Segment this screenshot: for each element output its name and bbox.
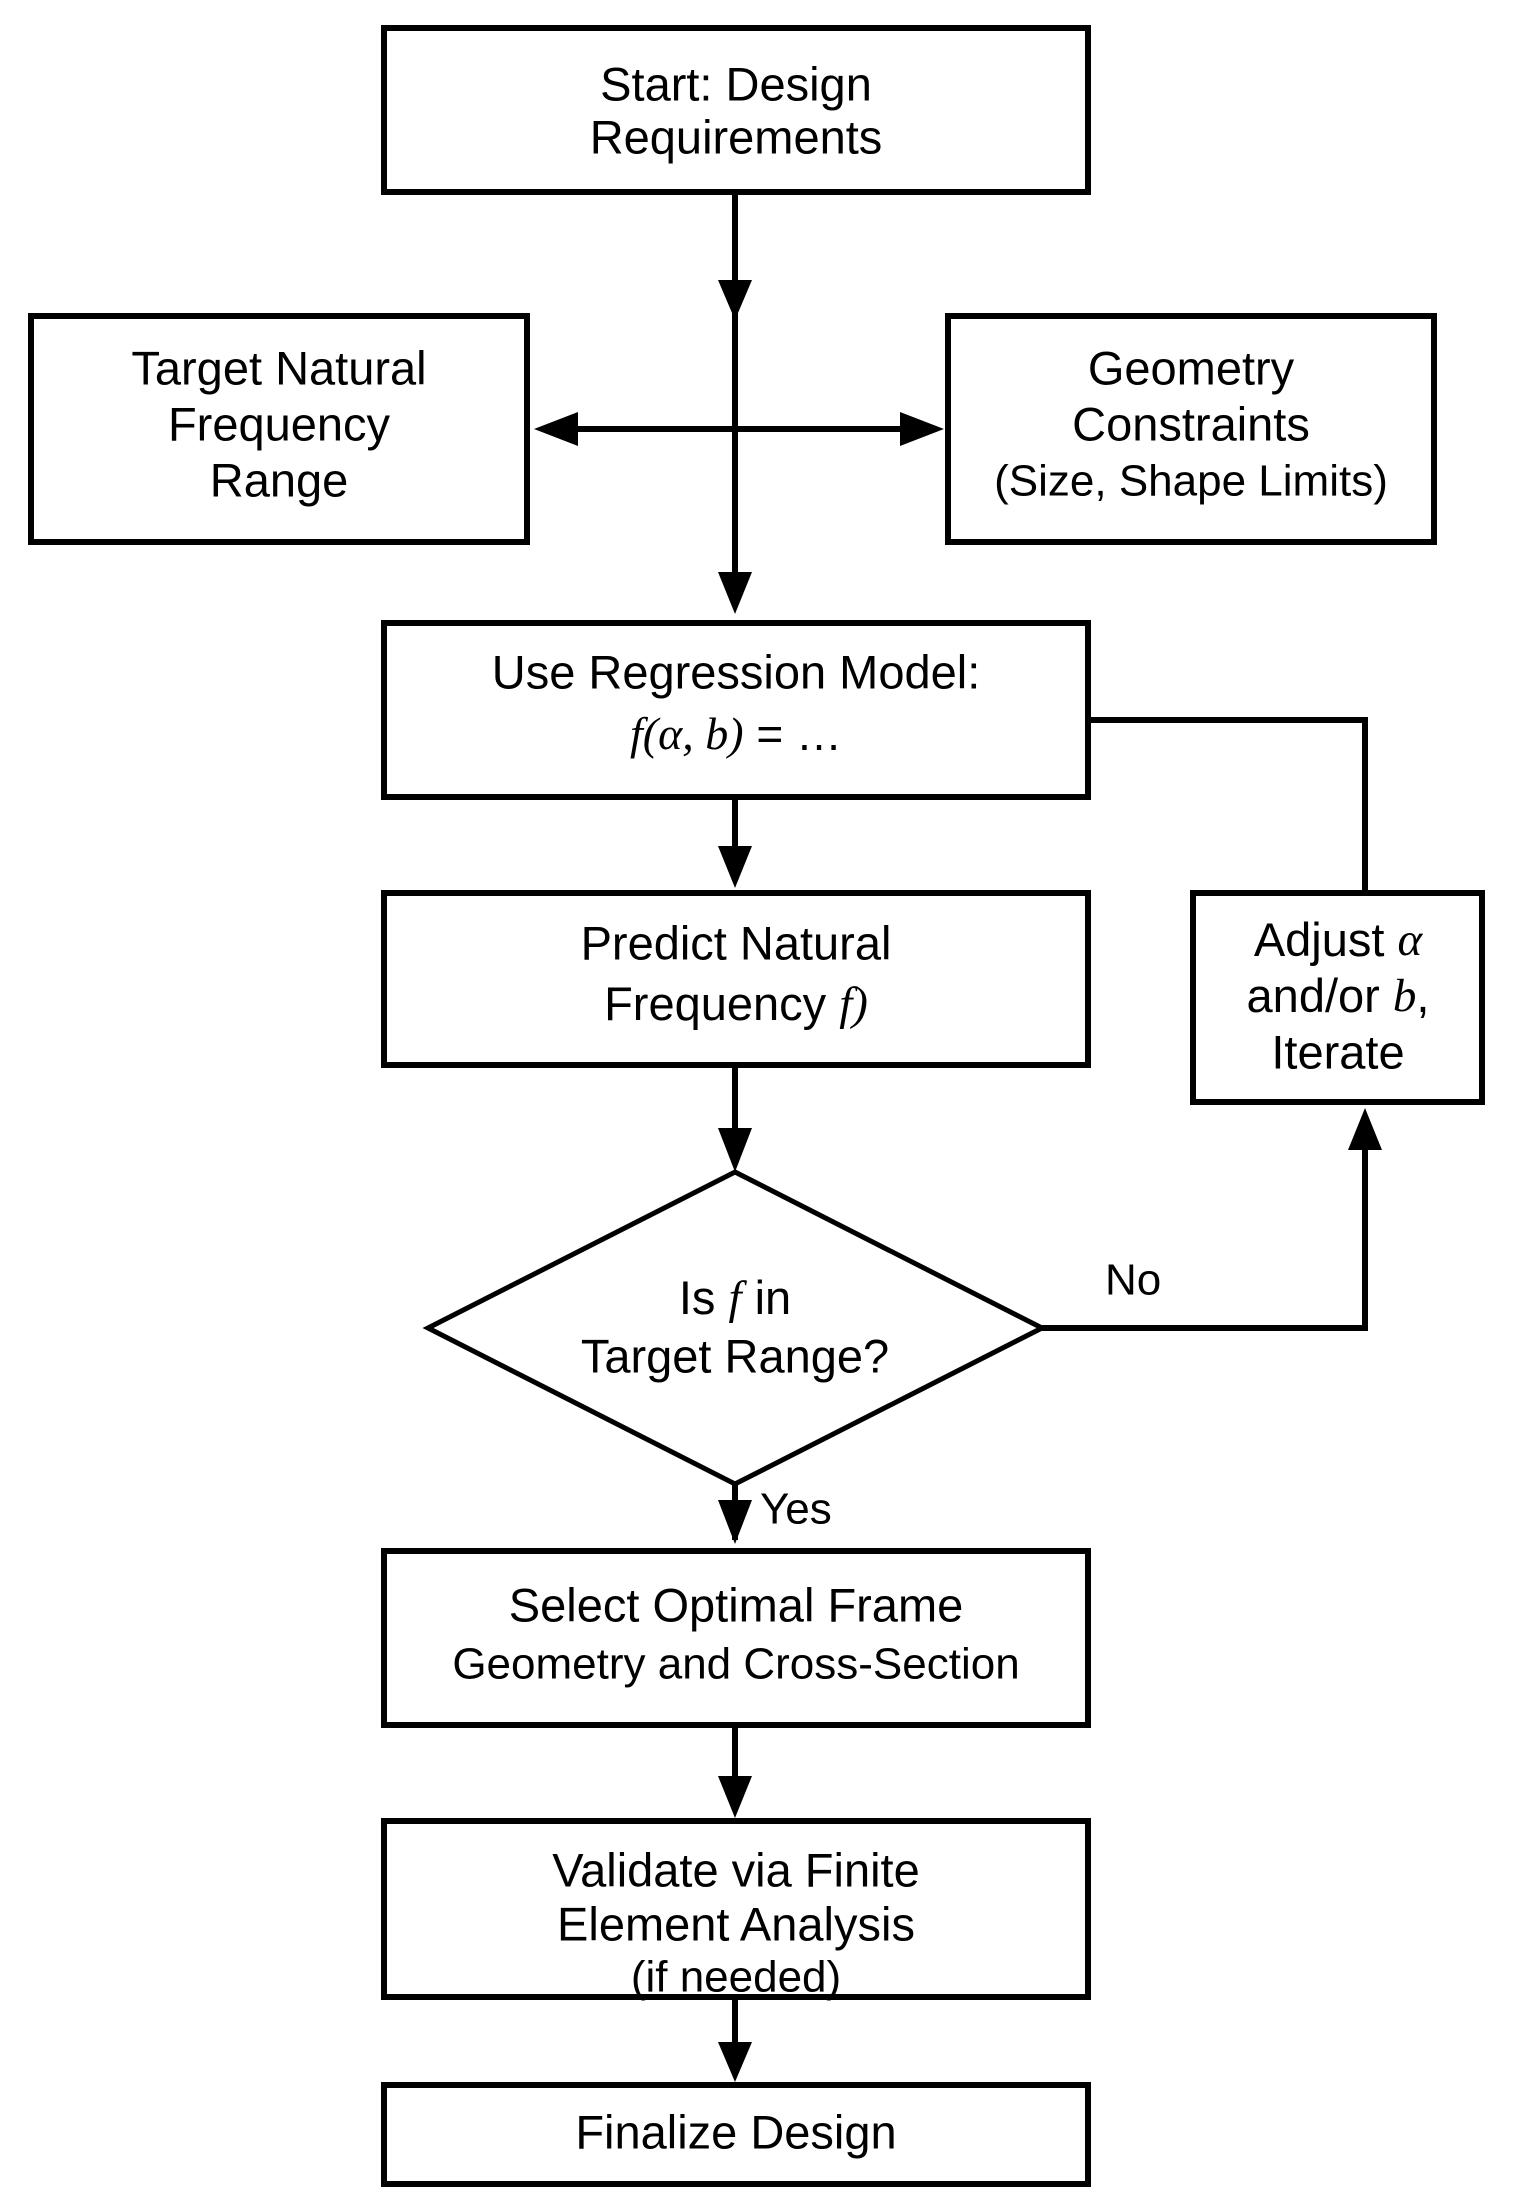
- node-adjust-iterate[interactable]: Adjust α and/or b, Iterate: [1190, 890, 1485, 1105]
- node-geometry-line1: Geometry: [1088, 341, 1295, 394]
- node-start-line1: Start: Design: [600, 57, 872, 110]
- predict-label: Frequency: [604, 977, 839, 1030]
- connector-validate-to-finalize: [718, 2000, 752, 2082]
- connector-start-to-regression: [718, 195, 752, 614]
- connector-decision-no-to-adjust: [1042, 1108, 1382, 1331]
- adjust-andor-label: and/or: [1247, 969, 1393, 1022]
- node-target-line3: Range: [210, 453, 349, 506]
- connector-regression-to-predict: [718, 800, 752, 888]
- node-predict-line1: Predict Natural: [581, 916, 892, 969]
- connector-predict-to-decision: [718, 1068, 752, 1172]
- node-target-line2: Frequency: [168, 397, 391, 450]
- node-decision-line1: Is f in: [679, 1271, 791, 1324]
- node-predict-frequency[interactable]: Predict Natural Frequency f): [381, 890, 1091, 1068]
- connector-decision-yes-to-select: [718, 1483, 752, 1544]
- predict-close-paren: ): [849, 978, 868, 1030]
- node-finalize-line1: Finalize Design: [575, 2105, 896, 2158]
- edge-label-no: No: [1105, 1256, 1161, 1305]
- node-validate-line1: Validate via Finite: [552, 1843, 920, 1896]
- node-decision-in-range[interactable]: Is f in Target Range?: [422, 1169, 1048, 1487]
- node-finalize-design[interactable]: Finalize Design: [381, 2082, 1091, 2187]
- connector-target-geometry-bidirectional: [534, 412, 944, 446]
- node-regression-formula: f(α, b) = …: [630, 708, 842, 761]
- formula-open-paren: (: [643, 708, 661, 759]
- node-validate-fea[interactable]: Validate via Finite Element Analysis (if…: [381, 1818, 1091, 2002]
- formula-equals-ellipsis: = …: [744, 708, 842, 760]
- adjust-symbol-alpha: α: [1398, 914, 1424, 966]
- node-regression-line1: Use Regression Model:: [492, 645, 981, 698]
- node-adjust-line3: Iterate: [1271, 1025, 1404, 1078]
- formula-comma: ,: [682, 708, 705, 759]
- node-validate-line3: (if needed): [631, 1953, 841, 2002]
- connector-regression-to-adjust: [1088, 717, 1368, 890]
- node-target-line1: Target Natural: [131, 341, 426, 394]
- decision-is-label: Is: [679, 1271, 729, 1324]
- connector-select-to-validate: [718, 1728, 752, 1818]
- node-decision-line2: Target Range?: [581, 1329, 889, 1382]
- node-select-frame[interactable]: Select Optimal Frame Geometry and Cross-…: [381, 1548, 1091, 1728]
- node-geometry-constraints[interactable]: Geometry Constraints (Size, Shape Limits…: [945, 313, 1437, 545]
- node-regression-model[interactable]: Use Regression Model: f(α, b) = …: [381, 620, 1091, 800]
- adjust-label: Adjust: [1254, 913, 1398, 966]
- formula-alpha: α: [658, 708, 683, 759]
- node-target-frequency[interactable]: Target Natural Frequency Range: [28, 313, 530, 545]
- adjust-comma: ,: [1416, 969, 1429, 1022]
- node-geometry-line2: Constraints: [1072, 397, 1310, 450]
- node-start[interactable]: Start: Design Requirements: [381, 25, 1091, 195]
- node-adjust-line2: and/or b,: [1247, 969, 1430, 1022]
- node-start-line2: Requirements: [590, 110, 883, 163]
- formula-b: b: [705, 708, 728, 759]
- node-validate-line2: Element Analysis: [557, 1897, 915, 1950]
- formula-close-paren: ): [725, 708, 743, 759]
- node-select-line2: Geometry and Cross-Section: [452, 1640, 1019, 1689]
- edge-label-yes: Yes: [760, 1485, 832, 1534]
- node-adjust-line1: Adjust α: [1254, 913, 1424, 966]
- node-geometry-line3: (Size, Shape Limits): [994, 457, 1388, 506]
- adjust-symbol-b: b: [1393, 970, 1417, 1022]
- decision-in-label: in: [742, 1271, 792, 1324]
- node-predict-line2: Frequency f): [604, 977, 868, 1030]
- node-select-line1: Select Optimal Frame: [509, 1578, 963, 1631]
